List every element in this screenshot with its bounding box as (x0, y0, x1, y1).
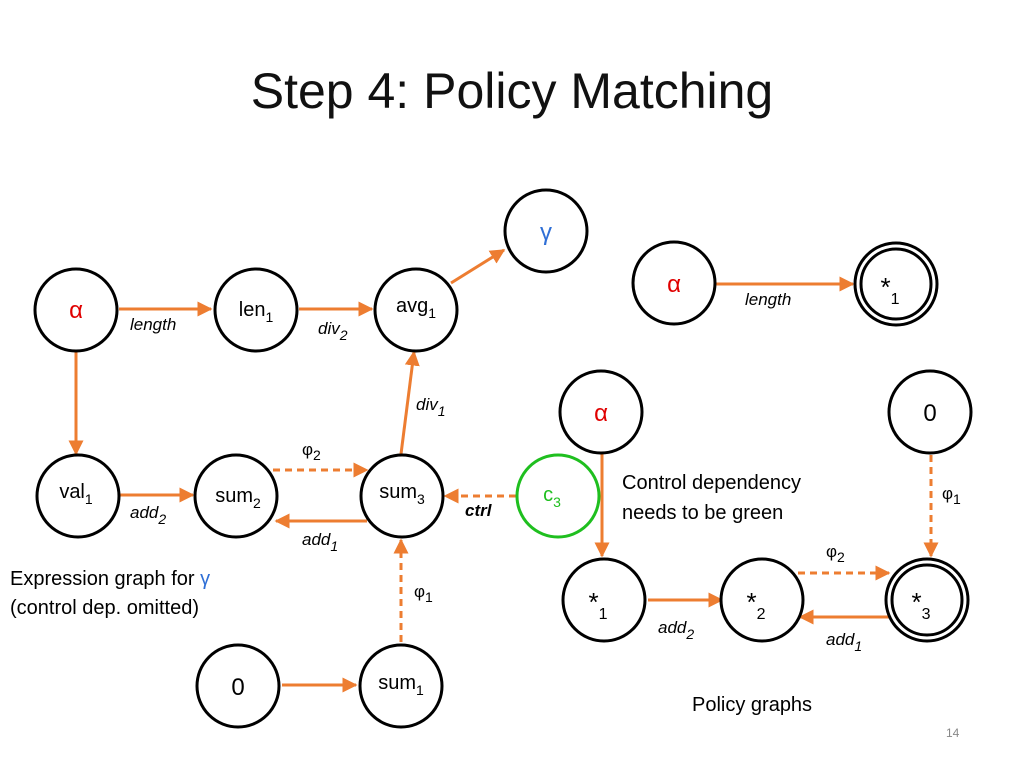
edge-label-add1: add1 (302, 530, 338, 554)
policy2-edge-label-phi1: φ1 (942, 484, 961, 507)
svg-text:val1: val1 (59, 481, 93, 507)
policy2-node-alpha: α (558, 369, 644, 455)
edge-label-div1: div1 (416, 395, 446, 419)
svg-text:0: 0 (231, 674, 244, 701)
policy2-node-zero: 0 (887, 369, 973, 455)
svg-text:α: α (667, 271, 681, 298)
page-number: 14 (946, 726, 960, 740)
policy-graphs-caption: Policy graphs (692, 694, 812, 716)
node-sum1: sum1 (358, 643, 444, 729)
edge-label-add2: add2 (130, 503, 166, 527)
node-avg1: avg1 (373, 267, 459, 353)
svg-text:c3: c3 (543, 484, 561, 510)
policy-graph-2: add2 φ2 add1 φ1 α 0 *1 *2 (558, 369, 973, 654)
control-note-line1: Control dependency (622, 472, 801, 494)
svg-text:0: 0 (923, 400, 936, 427)
svg-text:*3: *3 (911, 587, 930, 623)
edge-label-phi1: φ1 (414, 582, 433, 605)
expression-graph-edge-labels: length div2 div1 add2 φ2 add1 ctrl φ1 (130, 315, 493, 605)
policy2-node-star2: *2 (719, 557, 805, 643)
expression-graph-caption-line2: (control dep. omitted) (10, 597, 199, 619)
expression-graph-edges (68, 248, 516, 693)
node-zero: 0 (195, 643, 281, 729)
policy2-edge-label-add1: add1 (826, 630, 862, 654)
slide-title: Step 4: Policy Matching (250, 63, 774, 119)
svg-text:sum3: sum3 (379, 481, 425, 507)
svg-text:*1: *1 (880, 272, 899, 308)
policy2-edge-label-add2: add2 (658, 618, 694, 642)
control-note-line2: needs to be green (622, 502, 783, 524)
svg-text:*1: *1 (588, 587, 607, 623)
edge-label-phi2: φ2 (302, 440, 321, 463)
policy2-edge-label-phi2: φ2 (826, 542, 845, 565)
svg-text:sum1: sum1 (378, 672, 424, 698)
node-val1: val1 (35, 453, 121, 539)
policy2-node-star1: *1 (561, 557, 647, 643)
edge-sum3-avg1 (399, 350, 420, 455)
edge-label-ctrl: ctrl (465, 501, 493, 520)
svg-text:α: α (69, 297, 83, 324)
svg-text:α: α (594, 400, 608, 427)
node-len1: len1 (213, 267, 299, 353)
node-gamma: γ (503, 188, 589, 274)
edge-avg1-gamma (450, 248, 506, 285)
node-sum3: sum3 (359, 453, 445, 539)
node-c3: c3 (515, 453, 601, 539)
svg-text:*2: *2 (746, 587, 765, 623)
policy-graph-1: length α *1 (631, 240, 939, 327)
edge-label-length: length (130, 315, 176, 334)
policy1-node-alpha: α (631, 240, 717, 326)
policy1-node-star1: *1 (853, 241, 939, 327)
svg-text:sum2: sum2 (215, 485, 261, 511)
policy1-edge-label-length: length (745, 290, 791, 309)
node-sum2: sum2 (193, 453, 279, 539)
svg-text:γ: γ (540, 219, 552, 246)
policy2-node-star3: *3 (884, 557, 970, 643)
node-alpha: α (33, 267, 119, 353)
svg-text:avg1: avg1 (396, 295, 436, 321)
edge-label-div2: div2 (318, 319, 348, 343)
svg-text:len1: len1 (239, 299, 274, 325)
expression-graph-caption-line1: Expression graph for γ (10, 568, 210, 590)
